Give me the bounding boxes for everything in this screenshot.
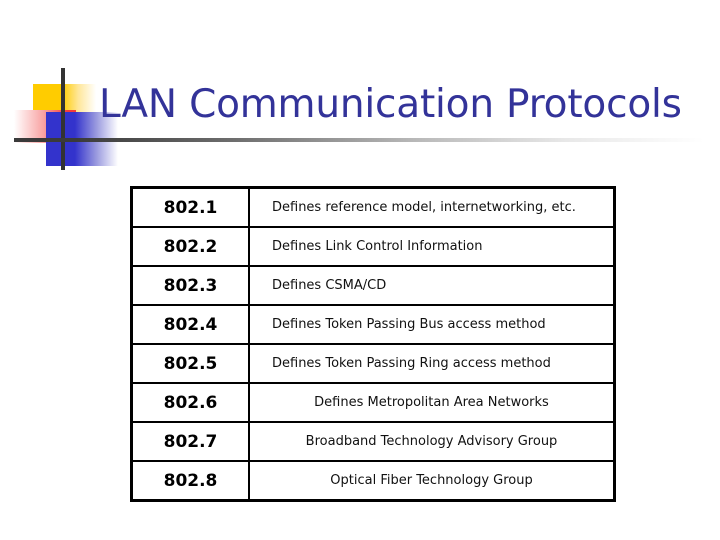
- horizontal-rule-icon: [14, 138, 704, 142]
- table-row: 802.7 Broadband Technology Advisory Grou…: [130, 421, 616, 462]
- page-title: LAN Communication Protocols: [99, 82, 682, 127]
- description-cell: Optical Fiber Technology Group: [248, 460, 616, 502]
- description-cell: Broadband Technology Advisory Group: [248, 421, 616, 462]
- standard-cell: 802.2: [130, 226, 250, 267]
- table-row: 802.6 Defines Metropolitan Area Networks: [130, 382, 616, 423]
- description-cell: Defines Token Passing Ring access method: [248, 343, 616, 384]
- standard-cell: 802.8: [130, 460, 250, 502]
- description-cell: Defines Token Passing Bus access method: [248, 304, 616, 345]
- standard-cell: 802.7: [130, 421, 250, 462]
- table-row: 802.5 Defines Token Passing Ring access …: [130, 343, 616, 384]
- standard-cell: 802.6: [130, 382, 250, 423]
- table-row: 802.2 Defines Link Control Information: [130, 226, 616, 267]
- table-row: 802.1 Defines reference model, internetw…: [130, 186, 616, 228]
- decorative-logo-mark: [14, 68, 704, 170]
- description-cell: Defines CSMA/CD: [248, 265, 616, 306]
- table-body: 802.1 Defines reference model, internetw…: [130, 186, 616, 502]
- lan-protocols-table: 802.1 Defines reference model, internetw…: [130, 186, 616, 502]
- description-cell: Defines Metropolitan Area Networks: [248, 382, 616, 423]
- vertical-rule-icon: [61, 68, 65, 170]
- table-row: 802.3 Defines CSMA/CD: [130, 265, 616, 306]
- description-cell: Defines reference model, internetworking…: [248, 186, 616, 228]
- table-row: 802.8 Optical Fiber Technology Group: [130, 460, 616, 502]
- table-row: 802.4 Defines Token Passing Bus access m…: [130, 304, 616, 345]
- standard-cell: 802.1: [130, 186, 250, 228]
- standard-cell: 802.5: [130, 343, 250, 384]
- description-cell: Defines Link Control Information: [248, 226, 616, 267]
- standard-cell: 802.4: [130, 304, 250, 345]
- standard-cell: 802.3: [130, 265, 250, 306]
